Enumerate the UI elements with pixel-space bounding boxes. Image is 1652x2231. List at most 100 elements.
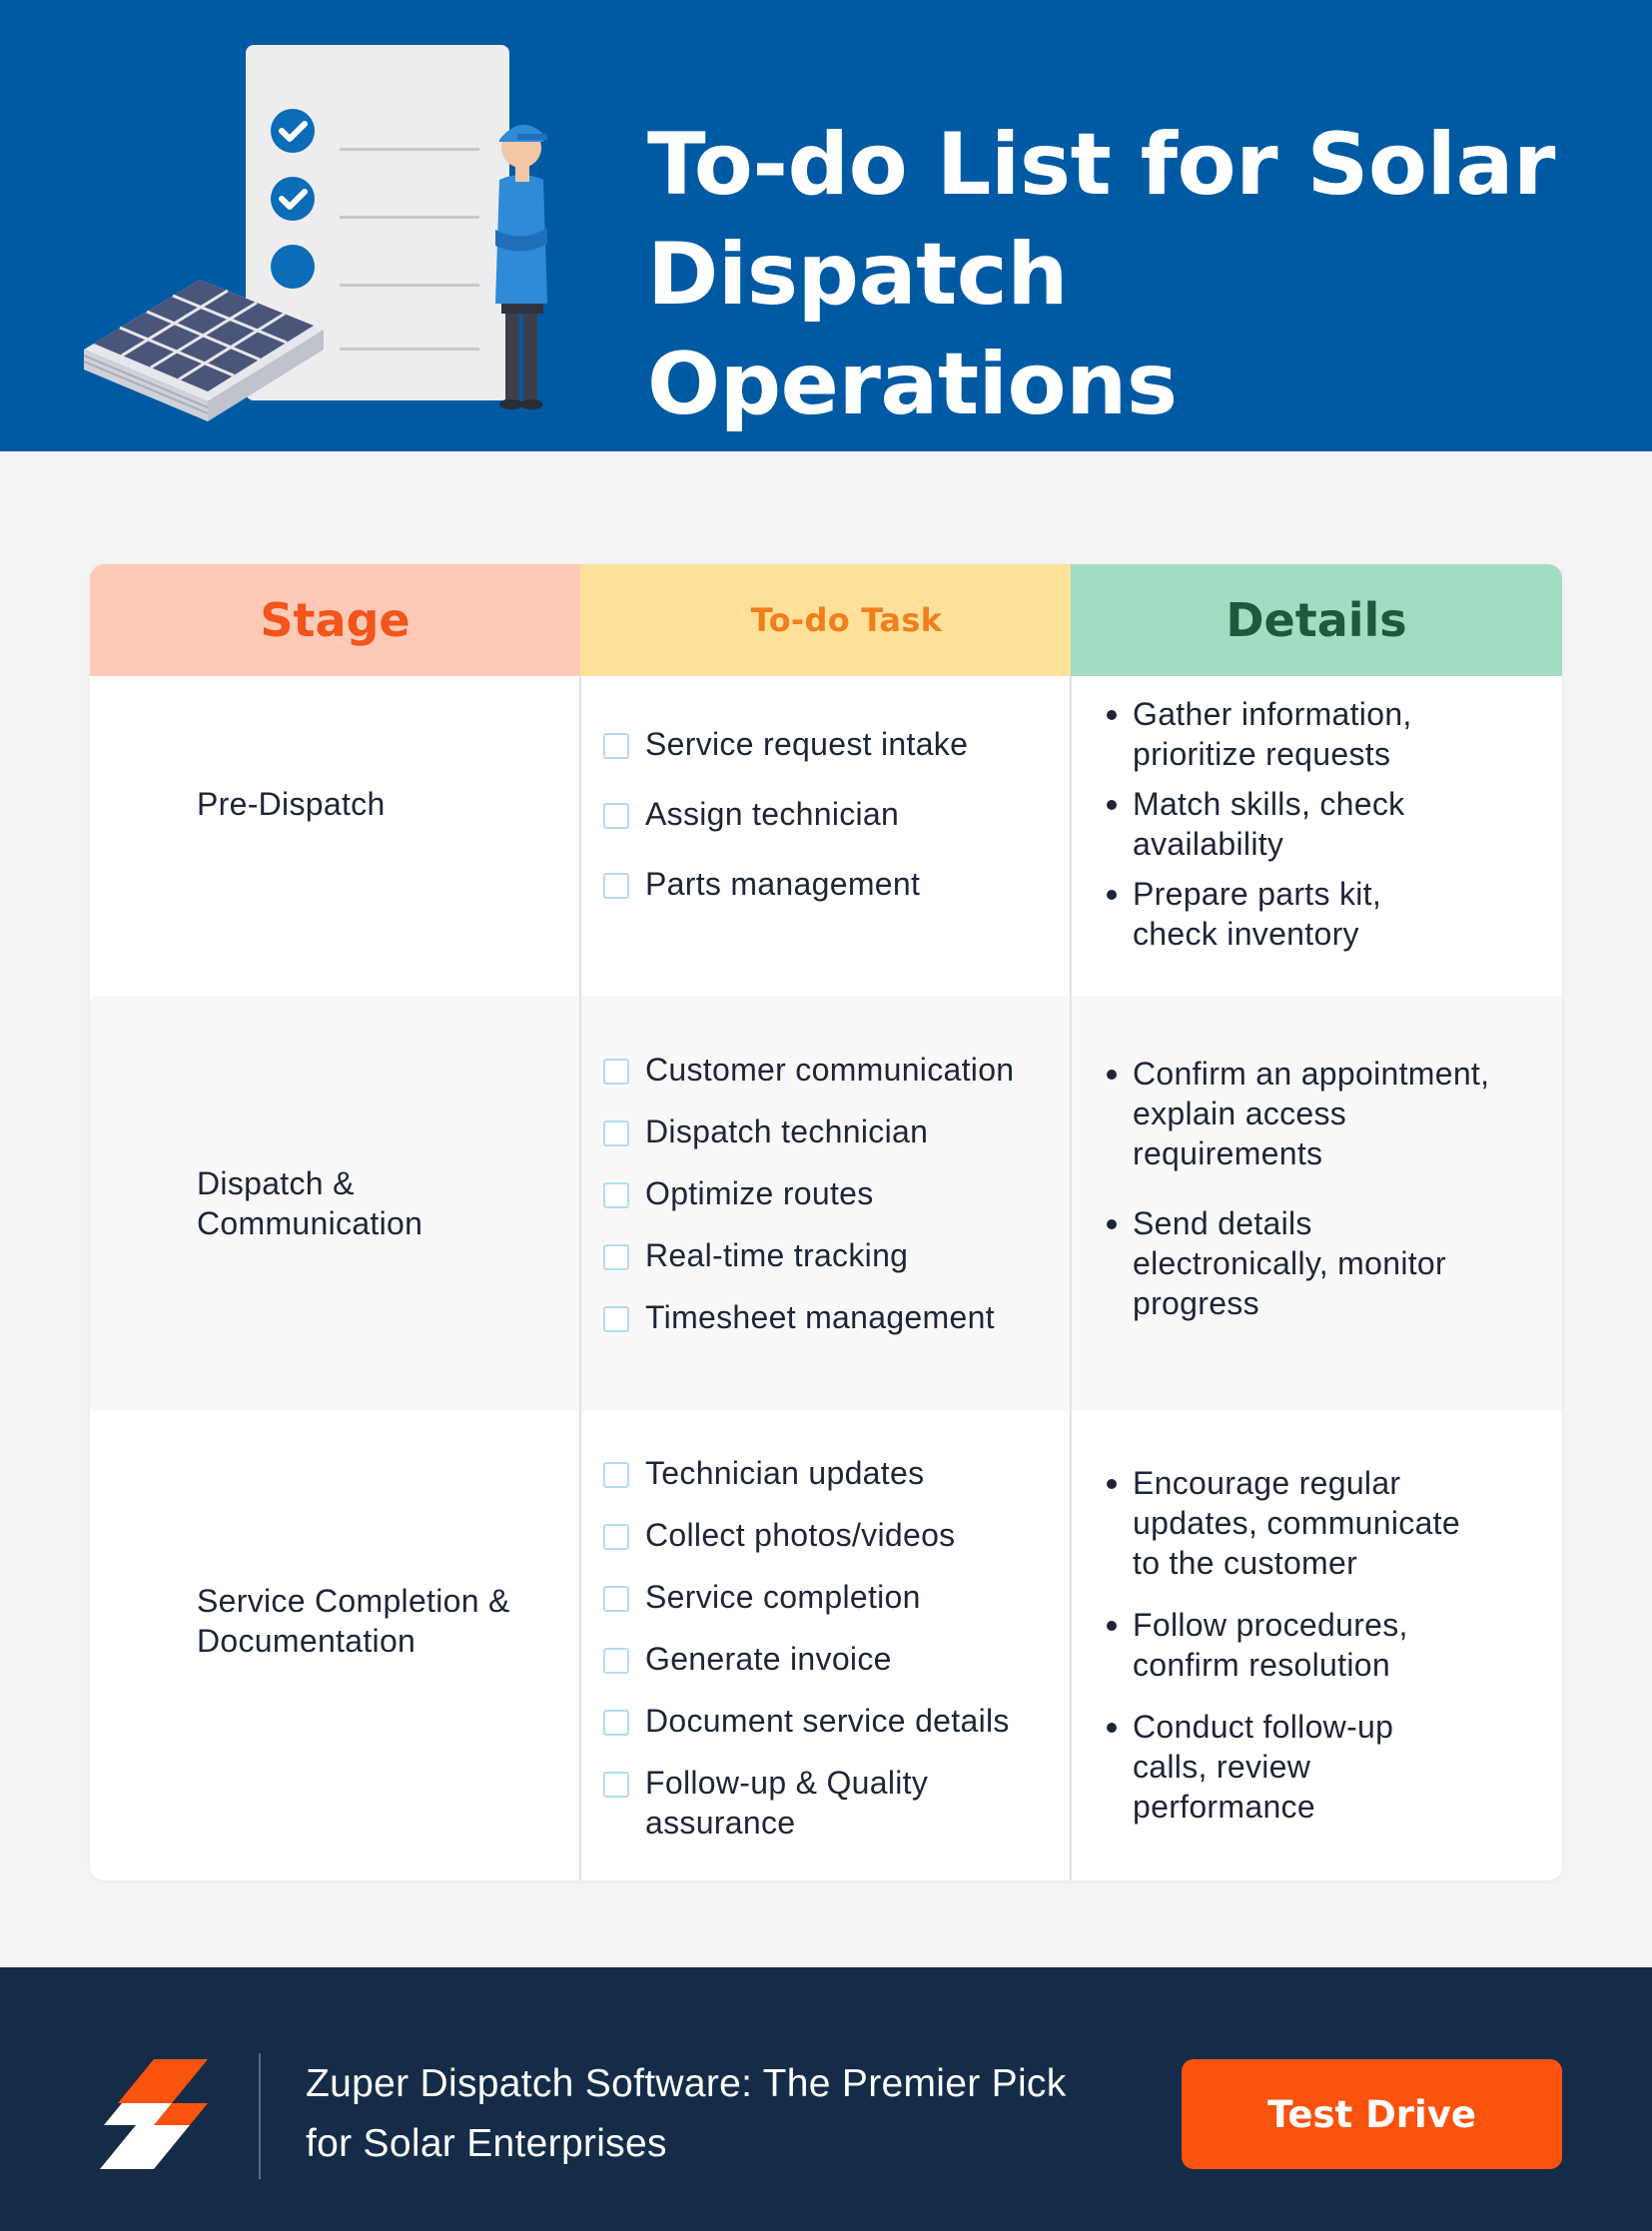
- checkbox-icon[interactable]: [603, 1059, 629, 1085]
- zuper-logo-icon: [100, 2059, 208, 2169]
- task-label: Optimize routes: [645, 1175, 874, 1211]
- column-header-stage: Stage: [90, 564, 580, 676]
- column-header-details: Details: [1071, 564, 1562, 676]
- page-title-line-2: Dispatch Operations: [647, 225, 1178, 434]
- task-label: Collect photos/videos: [645, 1517, 956, 1553]
- footer-banner: Zuper Dispatch Software: The Premier Pic…: [0, 1967, 1652, 2231]
- detail-item: Prepare parts kit, check inventory: [1103, 874, 1552, 954]
- detail-item: Confirm an appointment, explain access r…: [1103, 1054, 1552, 1173]
- detail-line: Send details: [1133, 1205, 1312, 1241]
- detail-line: explain access: [1133, 1096, 1347, 1131]
- detail-item: Match skills, check availability: [1103, 784, 1552, 864]
- column-divider: [579, 676, 581, 1880]
- detail-line: performance: [1133, 1789, 1315, 1825]
- page-title-line-1: To-do List for Solar: [647, 115, 1555, 215]
- header-banner: To-do List for Solar Dispatch Operations: [0, 0, 1652, 451]
- header-illustration: [83, 45, 547, 421]
- detail-line: check inventory: [1133, 916, 1359, 952]
- checklist-clipboard-icon: [246, 45, 509, 400]
- table-row: [90, 996, 1562, 1411]
- task-label: Parts management: [645, 866, 921, 902]
- footer-divider: [259, 2053, 261, 2179]
- detail-line: Conduct follow-up: [1133, 1709, 1394, 1745]
- checkbox-icon[interactable]: [603, 1710, 629, 1736]
- task-label: Customer communication: [645, 1052, 1015, 1088]
- detail-line: availability: [1133, 826, 1284, 862]
- page-title: To-do List for Solar Dispatch Operations: [647, 110, 1626, 439]
- task-item[interactable]: Timesheet management: [603, 1297, 1063, 1337]
- column-divider: [1070, 676, 1072, 1880]
- stage-cell: Pre-Dispatch: [197, 784, 566, 824]
- checkbox-icon[interactable]: [603, 1120, 629, 1146]
- task-label: Assign technician: [645, 796, 900, 832]
- detail-line: Gather information,: [1133, 696, 1412, 732]
- task-item[interactable]: Assign technician: [603, 794, 1063, 834]
- bullet-icon: [1107, 1219, 1117, 1229]
- task-item[interactable]: Service request intake: [603, 724, 1063, 764]
- detail-line: confirm resolution: [1133, 1647, 1390, 1683]
- task-item[interactable]: Document service details: [603, 1701, 1063, 1741]
- solar-panel-stack-icon: [83, 280, 324, 421]
- task-item[interactable]: Follow-up & Quality assurance: [603, 1763, 1063, 1843]
- detail-line: requirements: [1133, 1135, 1323, 1171]
- stage-cell: Dispatch & Communication: [197, 1163, 566, 1243]
- stage-label: Communication: [197, 1205, 423, 1241]
- detail-line: Confirm an appointment,: [1133, 1056, 1490, 1092]
- checkbox-icon[interactable]: [603, 1772, 629, 1798]
- details-cell: Encourage regular updates, communicate t…: [1103, 1463, 1552, 1827]
- checkbox-icon[interactable]: [603, 873, 629, 899]
- task-label: assurance: [645, 1805, 796, 1841]
- task-item[interactable]: Optimize routes: [603, 1173, 1063, 1213]
- checkbox-icon[interactable]: [603, 1244, 629, 1270]
- detail-item: Encourage regular updates, communicate t…: [1103, 1463, 1552, 1583]
- checkbox-icon[interactable]: [603, 1306, 629, 1332]
- test-drive-button[interactable]: Test Drive: [1182, 2059, 1562, 2169]
- detail-item: Send details electronically, monitor pro…: [1103, 1203, 1552, 1323]
- checkbox-icon[interactable]: [603, 733, 629, 759]
- detail-line: calls, review: [1133, 1749, 1311, 1785]
- bullet-icon: [1107, 1621, 1117, 1631]
- task-item[interactable]: Dispatch technician: [603, 1112, 1063, 1151]
- footer-tagline: Zuper Dispatch Software: The Premier Pic…: [306, 2054, 1185, 2174]
- bullet-icon: [1107, 1723, 1117, 1733]
- stage-label: Pre-Dispatch: [197, 786, 386, 822]
- detail-line: Match skills, check: [1133, 786, 1405, 822]
- task-item[interactable]: Service completion: [603, 1577, 1063, 1617]
- checkbox-icon[interactable]: [603, 1648, 629, 1674]
- checkbox-icon[interactable]: [603, 1182, 629, 1208]
- task-item[interactable]: Parts management: [603, 864, 1063, 904]
- checkbox-icon[interactable]: [603, 803, 629, 829]
- task-label: Timesheet management: [645, 1299, 995, 1335]
- todo-table: Stage To-do Task Details Pre-Dispatch Se…: [90, 564, 1562, 1880]
- task-item[interactable]: Generate invoice: [603, 1639, 1063, 1679]
- detail-line: electronically, monitor: [1133, 1245, 1446, 1281]
- task-label: Dispatch technician: [645, 1114, 929, 1149]
- checkbox-icon[interactable]: [603, 1524, 629, 1550]
- checkbox-icon[interactable]: [603, 1586, 629, 1612]
- task-label: Service completion: [645, 1579, 921, 1615]
- stage-label: Dispatch &: [197, 1165, 355, 1201]
- checkbox-icon[interactable]: [603, 1462, 629, 1488]
- detail-line: prioritize requests: [1133, 736, 1391, 772]
- task-label: Service request intake: [645, 726, 969, 762]
- stage-label: Service Completion &: [197, 1583, 510, 1619]
- details-cell: Gather information, prioritize requests …: [1103, 694, 1552, 954]
- task-cell: Customer communication Dispatch technici…: [603, 1050, 1063, 1337]
- detail-line: Prepare parts kit,: [1133, 876, 1382, 912]
- detail-line: Encourage regular: [1133, 1465, 1401, 1501]
- detail-line: to the customer: [1133, 1545, 1358, 1581]
- details-cell: Confirm an appointment, explain access r…: [1103, 1054, 1552, 1323]
- bullet-icon: [1107, 1479, 1117, 1489]
- task-item[interactable]: Technician updates: [603, 1453, 1063, 1493]
- task-label: Technician updates: [645, 1455, 925, 1491]
- detail-line: updates, communicate: [1133, 1505, 1460, 1541]
- footer-tagline-line-1: Zuper Dispatch Software: The Premier Pic…: [306, 2062, 1067, 2105]
- task-label: Real-time tracking: [645, 1237, 909, 1273]
- technician-figure-icon: [495, 124, 547, 409]
- bullet-icon: [1107, 890, 1117, 900]
- footer-tagline-line-2: for Solar Enterprises: [306, 2122, 667, 2165]
- task-item[interactable]: Collect photos/videos: [603, 1515, 1063, 1555]
- task-item[interactable]: Real-time tracking: [603, 1235, 1063, 1275]
- table-row: [90, 676, 1562, 996]
- task-item[interactable]: Customer communication: [603, 1050, 1063, 1090]
